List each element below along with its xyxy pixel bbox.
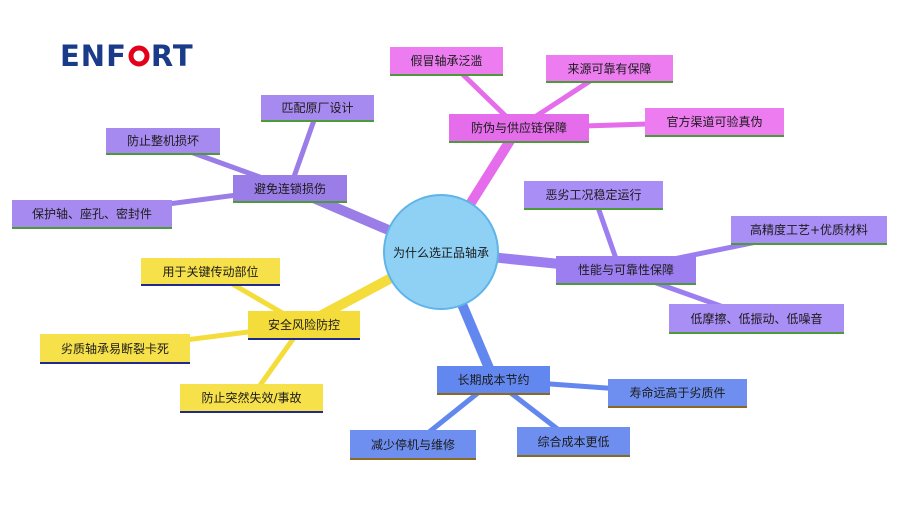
- center-topic-label: 为什么选正品轴承: [392, 245, 489, 260]
- subtopic-match-oem[interactable]: 匹配原厂设计: [261, 95, 374, 122]
- branch-anti-counterfeit[interactable]: 防伪与供应链保障: [449, 114, 589, 143]
- logo-text-end: RT: [150, 38, 194, 73]
- branch-avoid-damage[interactable]: 避免连锁损伤: [233, 175, 347, 203]
- subtopic-label: 匹配原厂设计: [281, 101, 354, 115]
- center-topic[interactable]: 为什么选正品轴承: [383, 194, 499, 310]
- branch-label: 避免连锁损伤: [253, 181, 326, 196]
- subtopic-prevent-machine-damage[interactable]: 防止整机损坏: [106, 128, 220, 155]
- logo-o-ring-icon: [128, 45, 150, 67]
- subtopic-fake-bearings[interactable]: 假冒轴承泛滥: [390, 47, 503, 76]
- subtopic-label: 防止整机损坏: [126, 134, 199, 148]
- subtopic-prevent-failure[interactable]: 防止突然失效/事故: [180, 384, 323, 413]
- subtopic-label: 假冒轴承泛滥: [410, 54, 483, 68]
- subtopic-low-friction[interactable]: 低摩擦、低振动、低噪音: [669, 304, 844, 334]
- branch-label: 防伪与供应链保障: [470, 121, 567, 135]
- subtopic-label: 减少停机与维修: [370, 437, 455, 452]
- logo-text-start: ENF: [60, 38, 127, 73]
- branch-label: 安全风险防控: [267, 318, 340, 332]
- subtopic-longer-life[interactable]: 寿命远高于劣质件: [608, 379, 747, 408]
- subtopic-label: 官方渠道可验真伪: [666, 115, 763, 129]
- subtopic-label: 寿命远高于劣质件: [629, 386, 726, 400]
- subtopic-label: 保护轴、座孔、密封件: [31, 207, 152, 221]
- subtopic-less-downtime[interactable]: 减少停机与维修: [350, 430, 476, 460]
- subtopic-inferior-break[interactable]: 劣质轴承易断裂卡死: [40, 334, 190, 364]
- subtopic-label: 来源可靠有保障: [567, 61, 652, 76]
- subtopic-label: 恶劣工况稳定运行: [545, 188, 642, 202]
- subtopic-label: 劣质轴承易断裂卡死: [60, 341, 169, 356]
- subtopic-label: 用于关键传动部位: [162, 264, 259, 279]
- branch-label: 性能与可靠性保障: [577, 263, 674, 277]
- subtopic-lower-cost[interactable]: 综合成本更低: [517, 427, 630, 457]
- branch-label: 长期成本节约: [457, 373, 530, 387]
- subtopic-reliable-source[interactable]: 来源可靠有保障: [546, 55, 673, 83]
- subtopic-label: 低摩擦、低振动、低噪音: [690, 311, 823, 326]
- subtopic-label: 防止突然失效/事故: [201, 391, 302, 405]
- subtopic-label: 高精度工艺+优质材料: [749, 223, 869, 237]
- subtopic-official-verification[interactable]: 官方渠道可验真伪: [645, 108, 784, 137]
- branch-cost-saving[interactable]: 长期成本节约: [437, 366, 550, 395]
- branch-performance[interactable]: 性能与可靠性保障: [556, 256, 696, 285]
- enfort-logo: ENF RT: [60, 40, 194, 72]
- subtopic-critical-parts[interactable]: 用于关键传动部位: [141, 258, 280, 286]
- subtopic-harsh-conditions[interactable]: 恶劣工况稳定运行: [524, 181, 663, 210]
- branch-safety[interactable]: 安全风险防控: [248, 311, 360, 340]
- subtopic-precision-materials[interactable]: 高精度工艺+优质材料: [731, 216, 887, 245]
- subtopic-protect-shaft[interactable]: 保护轴、座孔、密封件: [12, 200, 172, 229]
- subtopic-label: 综合成本更低: [537, 434, 610, 449]
